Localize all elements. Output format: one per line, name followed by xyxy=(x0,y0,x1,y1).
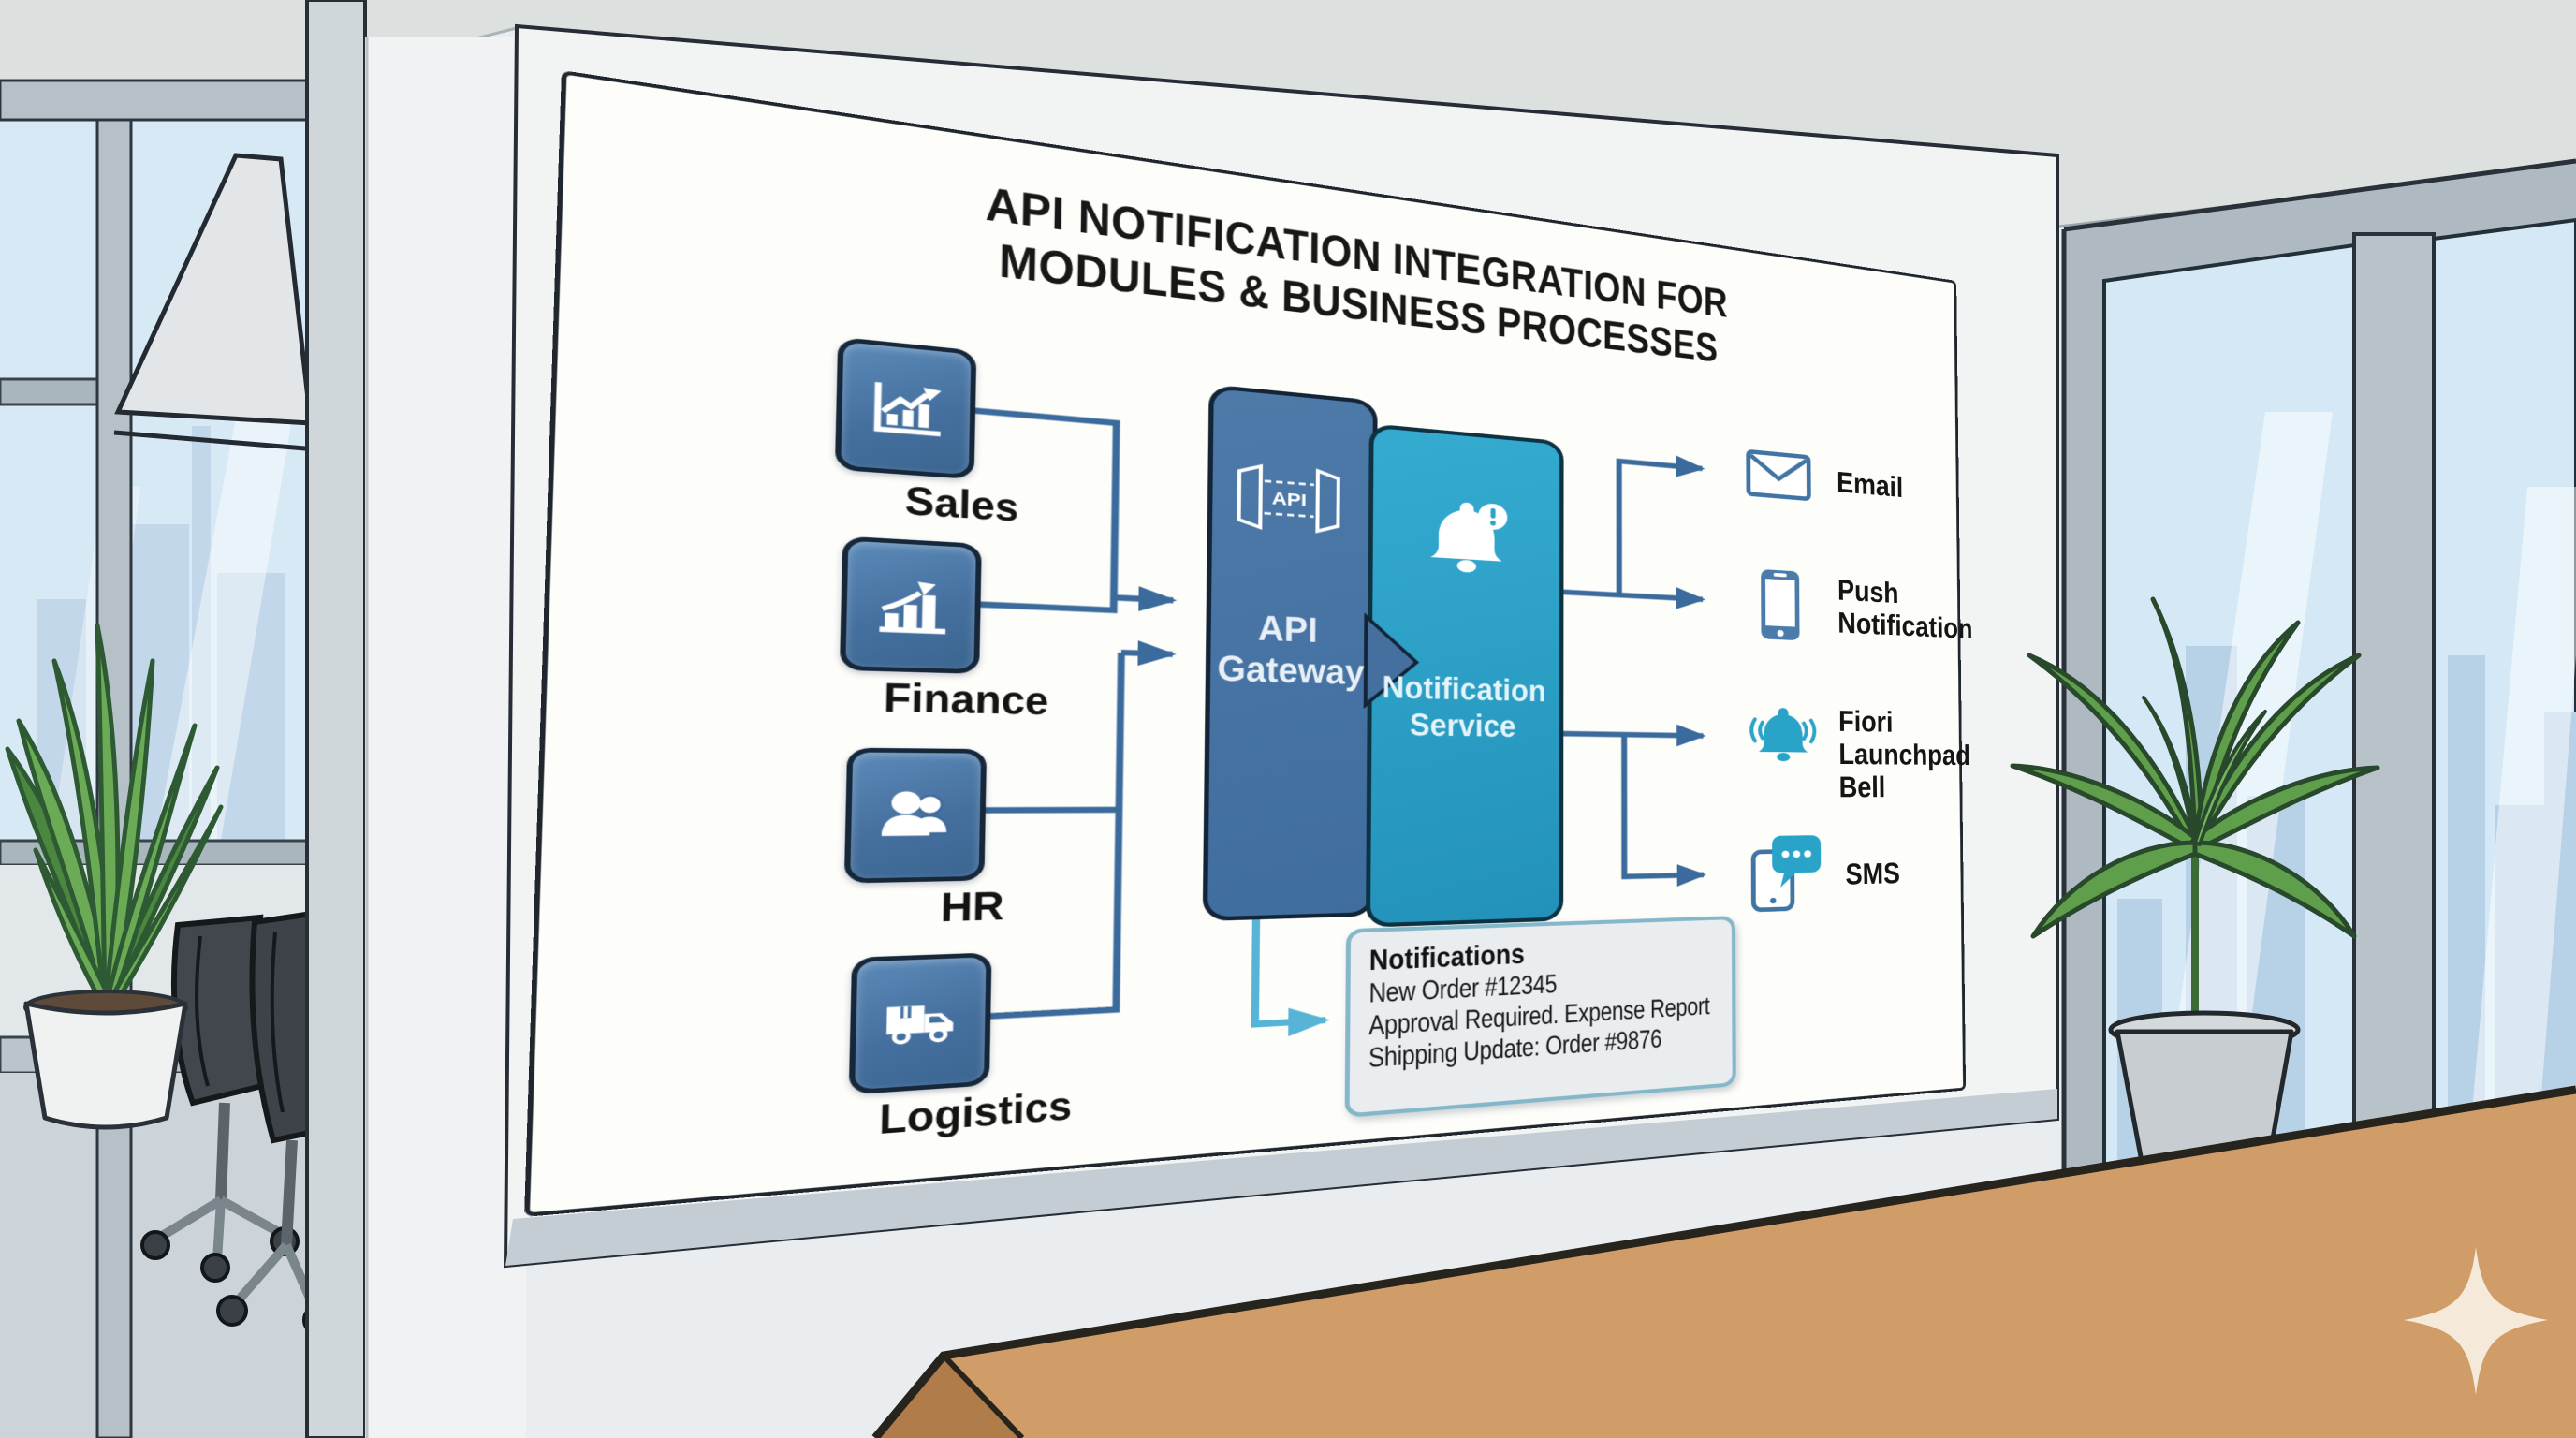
module-label-finance: Finance xyxy=(883,673,1049,724)
conference-table xyxy=(871,1085,2576,1438)
notifications-arrow xyxy=(1255,913,1326,1024)
bell-alert-icon xyxy=(1430,499,1508,573)
api-gateway-icon: API xyxy=(1231,461,1346,536)
chat-bubble-phone-icon xyxy=(1749,834,1822,914)
channel-label-sms: SMS xyxy=(1845,856,1901,891)
notification-service-label: Notification Service xyxy=(1382,669,1546,744)
whiteboard: API NOTIFICATION INTEGRATION FOR MODULES… xyxy=(524,70,1966,1217)
notifications-panel: Notifications New Order #12345 Approval … xyxy=(1344,916,1736,1118)
channel-label-push: Push Notification xyxy=(1837,573,1973,645)
ceiling-panel xyxy=(113,153,317,452)
office-chair xyxy=(216,909,334,1336)
office-chair xyxy=(140,914,300,1283)
api-gateway-label: API Gateway xyxy=(1217,608,1365,693)
wall-corner xyxy=(305,0,526,1438)
module-tile-logistics xyxy=(848,952,992,1095)
module-tile-sales xyxy=(834,336,977,480)
four-point-star-icon xyxy=(2404,1247,2548,1395)
sales-bar-chart-icon xyxy=(864,373,949,445)
potted-plant xyxy=(5,623,224,1130)
module-tile-finance xyxy=(839,536,982,674)
email-envelope-icon xyxy=(1746,449,1810,502)
channel-label-fiori: Fiori Launchpad Bell xyxy=(1837,704,1970,804)
people-icon xyxy=(881,782,959,848)
delivery-truck-icon xyxy=(886,1005,954,1046)
finance-growth-chart-icon xyxy=(869,571,955,639)
ringing-bell-icon xyxy=(1744,700,1822,762)
module-label-hr: HR xyxy=(940,882,1005,931)
smartphone-icon xyxy=(1761,568,1800,641)
api-icon-label: API xyxy=(1272,489,1308,510)
module-tile-hr xyxy=(843,747,988,884)
